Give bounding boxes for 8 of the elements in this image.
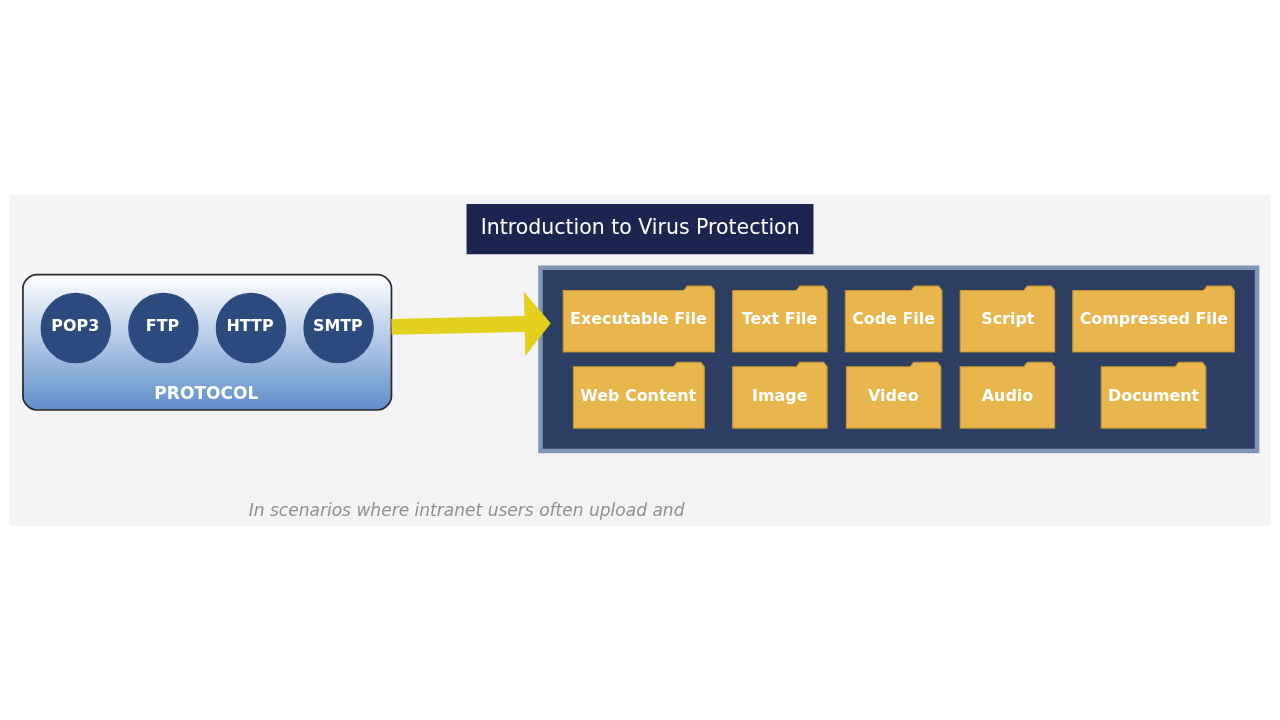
node-circle: FTP — [128, 292, 199, 363]
node-circle: SMTP — [303, 292, 374, 363]
label: In scenarios where intranet users often upload and — [248, 499, 685, 520]
node-circle: POP3 — [40, 292, 112, 363]
arrow — [391, 291, 551, 356]
cluster — [538, 265, 1260, 453]
diagram-title: Introduction to Virus Protection — [480, 214, 800, 239]
node-circle: HTTP — [215, 292, 287, 363]
